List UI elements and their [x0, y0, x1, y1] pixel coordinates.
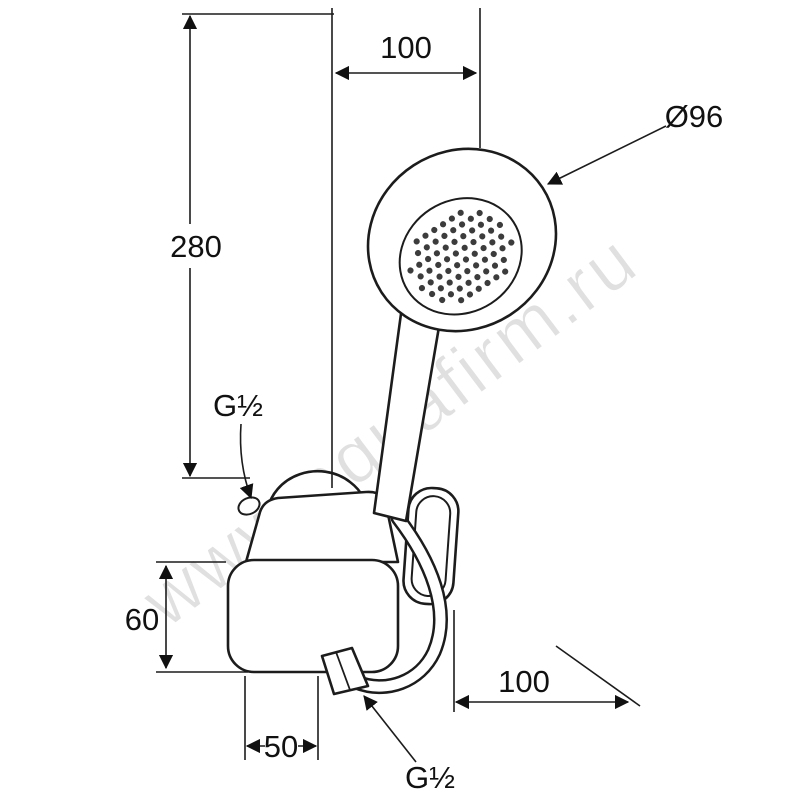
dim-label-top-width: 100 [380, 30, 432, 65]
nozzle-dot [416, 261, 423, 268]
nozzle-dot [413, 238, 420, 245]
nozzle-dot [474, 274, 481, 281]
nozzle-dot [458, 221, 466, 228]
nozzle-dot [452, 250, 459, 257]
nozzle-dot [508, 239, 515, 246]
dim-label-bracket-width: 50 [264, 729, 298, 764]
leader-line-head-diameter [546, 125, 667, 185]
nozzle-dot [450, 227, 457, 234]
nozzle-dot [469, 227, 476, 234]
nozzle-dot [435, 261, 442, 269]
nozzle-dot [441, 232, 448, 240]
nozzle-dot [496, 221, 504, 229]
nozzle-dot [442, 244, 449, 251]
shower-head [366, 147, 558, 333]
dimension-annotations: 100 Ø96 280 G½ 60 50 100 G½ [125, 8, 724, 795]
nozzle-dot [428, 290, 436, 298]
nozzle-dot [446, 279, 453, 286]
nozzle-dot [499, 245, 506, 252]
nozzle-dot [470, 238, 477, 246]
nozzle-dot [443, 256, 451, 263]
nozzle-dot [467, 215, 474, 222]
nozzle-dot [437, 285, 444, 292]
nozzle-dot [475, 285, 482, 292]
nozzle-dot [458, 297, 465, 304]
dim-label-total-height: 280 [170, 229, 222, 264]
dim-label-bottom-thread: G½ [405, 760, 455, 795]
nozzle-dot [473, 262, 480, 269]
shower-hose [320, 510, 448, 696]
nozzle-dot [486, 215, 493, 223]
nozzle-dot [423, 244, 430, 251]
nozzle-dot [471, 250, 478, 257]
dim-label-bracket-height: 60 [125, 602, 159, 637]
nozzle-dot [407, 267, 414, 274]
nozzle-dot [487, 227, 495, 234]
nozzle-dot [439, 296, 446, 304]
nozzle-dot [433, 250, 441, 257]
nozzle-dot [491, 262, 499, 269]
leader-line-bottom-thread [363, 695, 417, 763]
nozzle-dot [489, 239, 496, 246]
nozzle-dot [414, 249, 422, 257]
nozzle-dot [498, 233, 505, 240]
nozzle-dot [457, 209, 464, 216]
nozzle-dot [477, 221, 485, 228]
nozzle-dot [436, 273, 443, 280]
nozzle-dot [424, 255, 432, 263]
leader-line-top-thread [239, 423, 254, 500]
nozzle-dot [439, 221, 447, 228]
nozzle-dot [447, 291, 455, 298]
nozzle-dot [432, 238, 439, 245]
nozzle-dot [431, 226, 438, 234]
nozzle-dot [455, 273, 462, 280]
nozzle-dot [418, 284, 426, 292]
wall-bracket-front-face [226, 558, 400, 674]
nozzle-dot [445, 267, 452, 275]
nozzle-dot [426, 267, 433, 274]
nozzle-dot [422, 232, 429, 239]
nozzle-dot [479, 233, 486, 240]
nozzle-dot [490, 250, 497, 258]
nozzle-dot [466, 291, 474, 298]
spray-nozzle-dots [407, 209, 515, 304]
nozzle-dot [427, 279, 434, 286]
nozzle-dot [451, 238, 458, 245]
shower-head-spray-face [398, 197, 523, 316]
nozzle-dot [464, 268, 471, 275]
dim-label-wall-distance: 100 [498, 664, 550, 699]
dim-label-top-thread: G½ [213, 388, 263, 423]
nozzle-dot [460, 233, 467, 240]
nozzle-dot [481, 256, 489, 263]
nozzle-dot [500, 256, 507, 264]
nozzle-dot [480, 244, 487, 252]
nozzle-dot [493, 274, 500, 281]
holder-clip [402, 486, 460, 606]
nozzle-dot [456, 285, 463, 292]
hose-cone-connector [320, 646, 370, 696]
nozzle-dot [417, 273, 424, 280]
nozzle-dot [483, 268, 490, 275]
nozzle-dot [448, 215, 455, 222]
nozzle-dot [476, 209, 483, 217]
nozzle-dot [461, 244, 468, 251]
dim-label-head-diameter: Ø96 [665, 99, 724, 134]
nozzle-dot [484, 279, 491, 287]
nozzle-dot [462, 256, 470, 263]
nozzle-dot [454, 262, 461, 269]
nozzle-dot [502, 268, 509, 275]
nozzle-dot [465, 279, 472, 286]
